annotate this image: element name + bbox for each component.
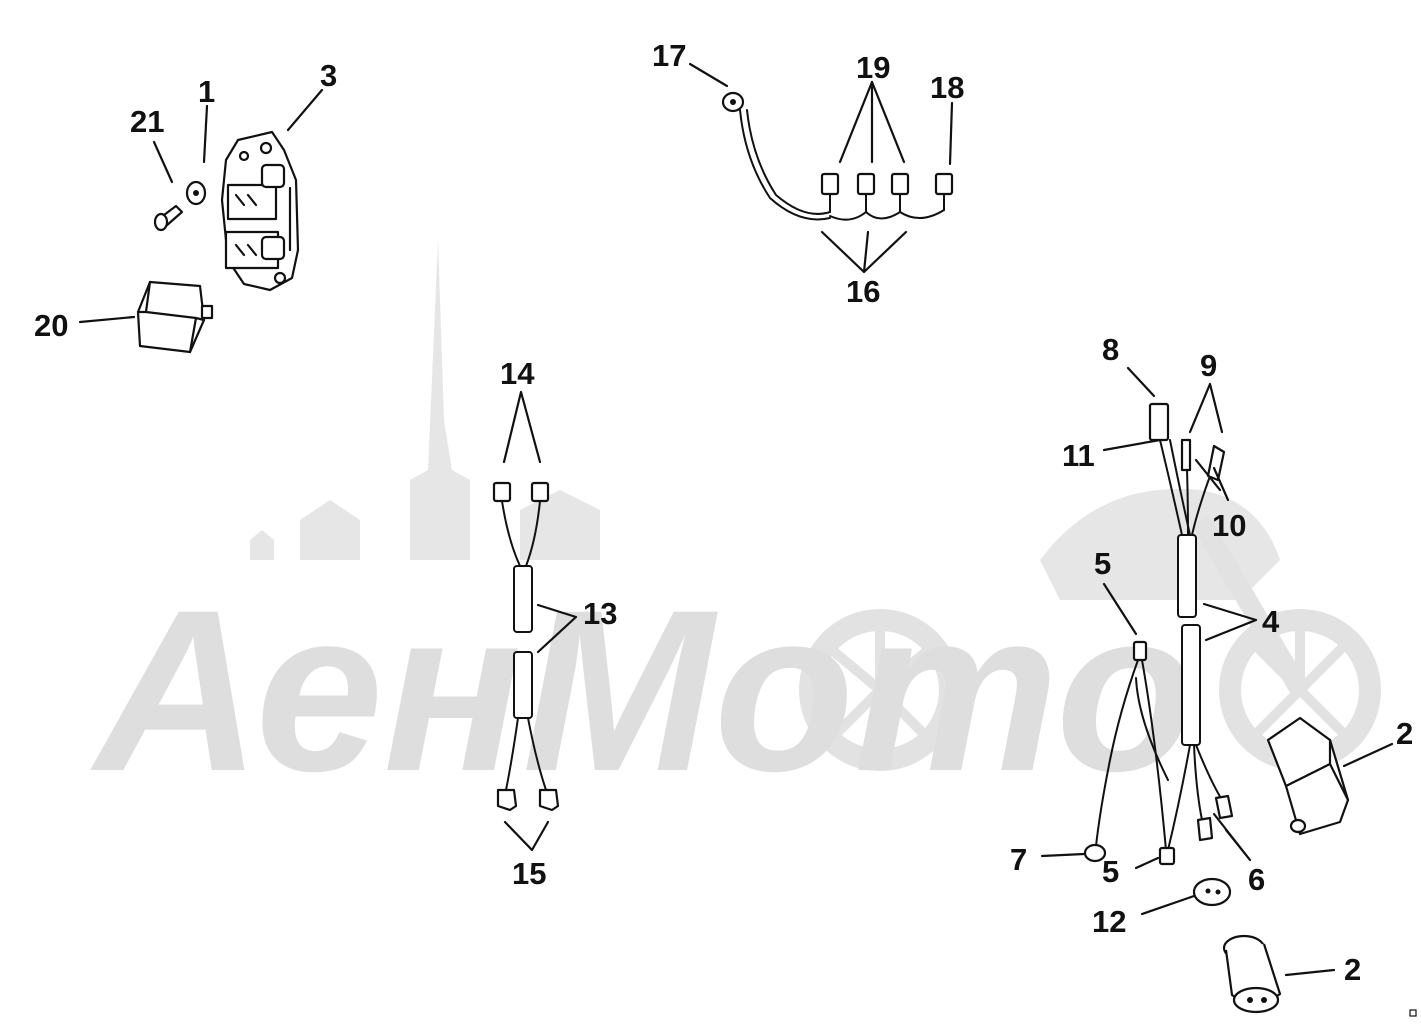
watermark: АенМото	[90, 240, 1381, 819]
callout-2-upper: 2	[1396, 716, 1413, 751]
top-wire-harness	[721, 91, 954, 221]
right-wire-harness	[1083, 402, 1234, 866]
callout-12: 12	[1092, 904, 1126, 939]
relay-cube	[136, 280, 214, 354]
corner-mark	[1409, 1009, 1417, 1017]
callout-19: 19	[856, 50, 890, 85]
callout-2-lower: 2	[1344, 952, 1361, 987]
callout-20: 20	[34, 308, 68, 343]
callout-6: 6	[1248, 862, 1265, 897]
leader-lines	[78, 62, 1394, 977]
callout-5-lower: 5	[1102, 854, 1119, 889]
callout-17: 17	[652, 38, 686, 73]
callout-13: 13	[583, 596, 617, 631]
callout-9: 9	[1200, 348, 1217, 383]
relay-bracket-assembly	[153, 130, 300, 292]
connector-lower	[1222, 934, 1282, 1014]
callout-15: 15	[512, 856, 546, 891]
callout-3: 3	[320, 58, 337, 93]
watermark-text: АенМото	[90, 562, 1196, 819]
callout-11: 11	[1062, 438, 1095, 473]
callout-14: 14	[500, 356, 535, 391]
callout-8: 8	[1102, 332, 1119, 367]
callout-10: 10	[1212, 508, 1246, 543]
connector-upper	[1266, 716, 1350, 836]
callout-5-upper: 5	[1094, 546, 1111, 581]
callout-7: 7	[1010, 842, 1027, 877]
callout-1: 1	[198, 74, 215, 109]
callout-16: 16	[846, 274, 880, 309]
callout-18: 18	[930, 70, 964, 105]
middle-wire-harness	[492, 481, 560, 812]
callout-numbers: 21 1 3 20 17 19 18 16 14 13 15 8 9 11 10…	[34, 38, 1413, 987]
callout-4: 4	[1262, 604, 1280, 639]
grommet	[1192, 877, 1232, 907]
callout-21: 21	[130, 104, 164, 139]
